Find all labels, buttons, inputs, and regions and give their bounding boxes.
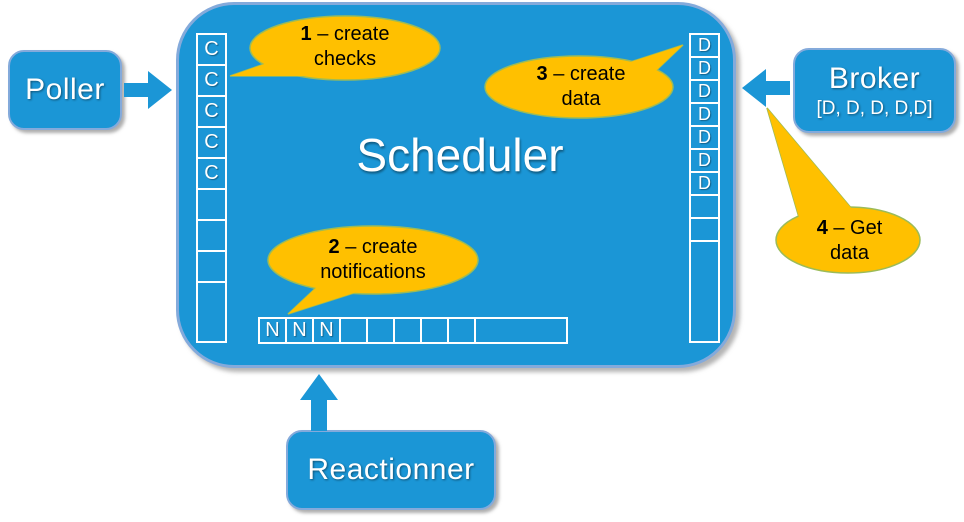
queue-cell: N: [314, 319, 341, 342]
queue-cell: D: [691, 150, 718, 173]
callout-1-text: 1 – create checks: [300, 23, 390, 70]
queue-cell: D: [691, 127, 718, 150]
queue-cell: D: [691, 104, 718, 127]
queue-cell: [198, 221, 225, 252]
queue-cell: D: [691, 58, 718, 81]
queue-cell: [395, 319, 422, 342]
queue-cell: [422, 319, 449, 342]
queue-cell: [368, 319, 395, 342]
queue-cell: D: [691, 81, 718, 104]
callout-1-bubble-icon: [229, 15, 441, 81]
broker-box: Broker [D, D, D, D,D]: [793, 48, 956, 133]
queue-cell: [341, 319, 368, 342]
queue-cell: C: [198, 128, 225, 159]
callout-3-bubble-icon: [484, 44, 684, 119]
queue-cell: [691, 219, 718, 242]
broker-label: Broker: [828, 61, 921, 95]
callout-4-text: 4 – Get data: [816, 217, 883, 264]
arrow-up-icon: [300, 374, 338, 431]
callout-2-bubble-icon: [267, 225, 479, 315]
queue-cell: D: [691, 35, 718, 58]
broker-data-list: [D, D, D, D,D]: [816, 97, 933, 119]
queue-cell: D: [691, 173, 718, 196]
scheduler-title: Scheduler: [356, 129, 564, 181]
queue-cell: [198, 252, 225, 283]
queue-cell: C: [198, 35, 225, 66]
queue-cell: [476, 319, 503, 342]
queue-cell: [198, 190, 225, 221]
arrow-left-icon: [742, 69, 790, 107]
queue-cell: [198, 283, 225, 314]
poller-label: Poller: [25, 73, 105, 106]
callout-3-text: 3 – create data: [536, 63, 626, 110]
queue-cell: C: [198, 66, 225, 97]
queue-cell: C: [198, 159, 225, 190]
callout-2-text: 2 – create notifications: [320, 236, 426, 283]
poller-box: Poller: [8, 50, 122, 130]
queue-cell: [691, 196, 718, 219]
reactionner-box: Reactionner: [286, 430, 496, 510]
queue-cell: [691, 242, 718, 265]
queue-cell: N: [287, 319, 314, 342]
reactionner-label: Reactionner: [307, 453, 475, 486]
callout-4-bubble-icon: [766, 107, 921, 274]
queue-cell: [449, 319, 476, 342]
arrow-right-icon: [124, 71, 172, 109]
queue-cell: N: [260, 319, 287, 342]
queue-cell: C: [198, 97, 225, 128]
